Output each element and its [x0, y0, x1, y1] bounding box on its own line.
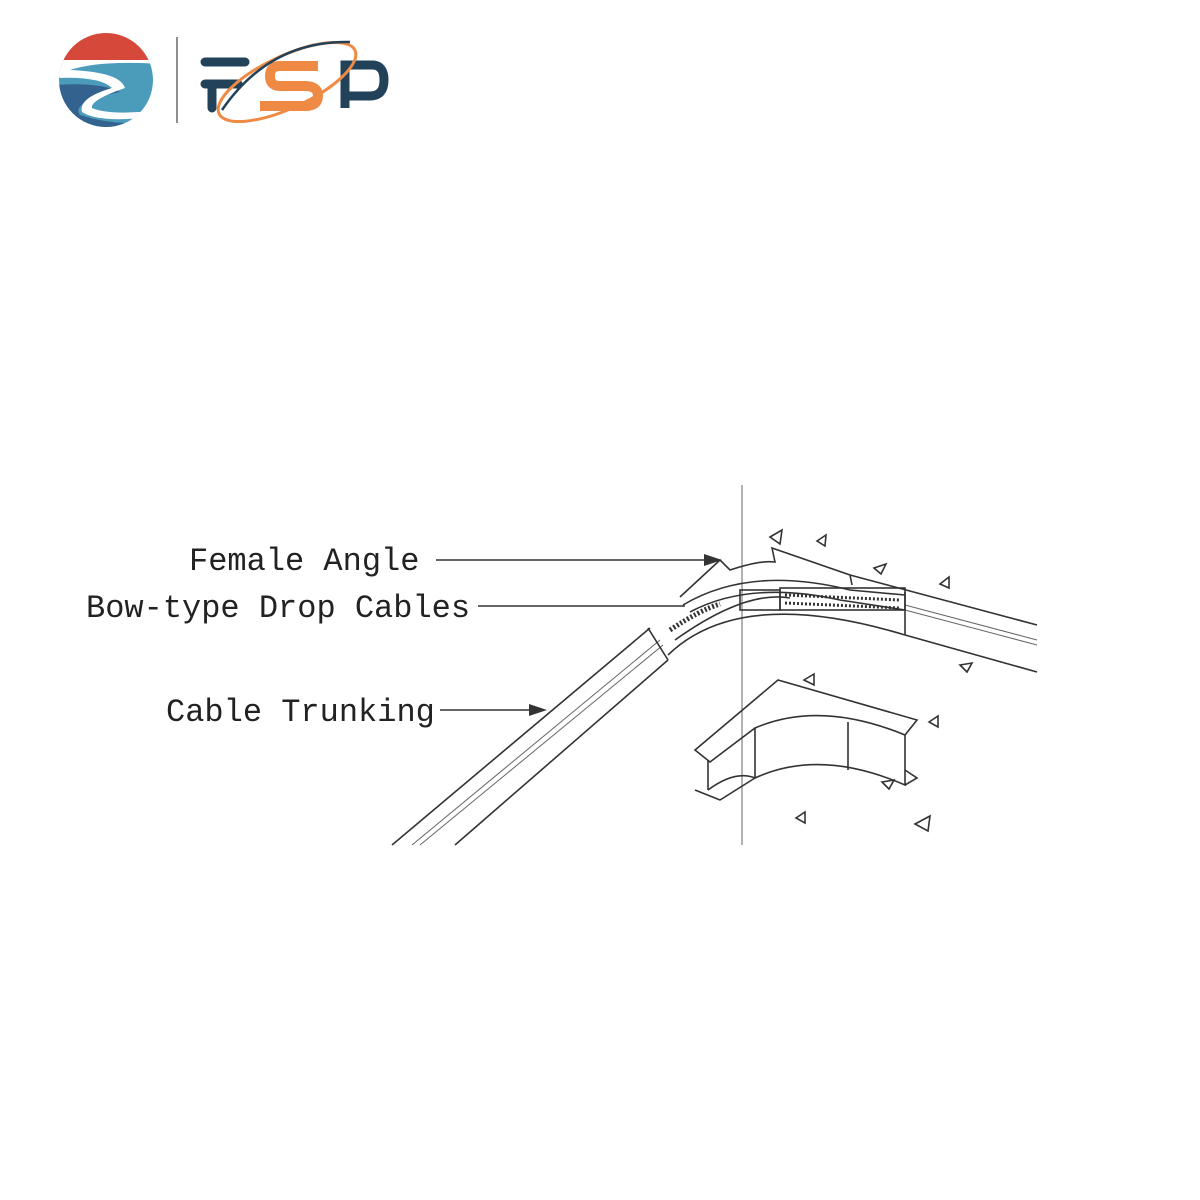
concrete-hatching — [768, 528, 974, 833]
label-female-angle: Female Angle — [189, 543, 419, 580]
cable-trunking-left — [391, 627, 669, 846]
leader-lines — [436, 554, 722, 716]
company-logo — [59, 33, 389, 127]
arrowhead-icon — [529, 704, 547, 716]
label-bow-type-drop-cables: Bow-type Drop Cables — [86, 590, 470, 627]
label-cable-trunking: Cable Trunking — [166, 694, 435, 731]
arrowhead-icon — [704, 554, 722, 566]
cable-trunking-right — [849, 574, 1038, 673]
female-angle-fitting — [647, 546, 906, 661]
logo-wordmark — [200, 40, 389, 123]
